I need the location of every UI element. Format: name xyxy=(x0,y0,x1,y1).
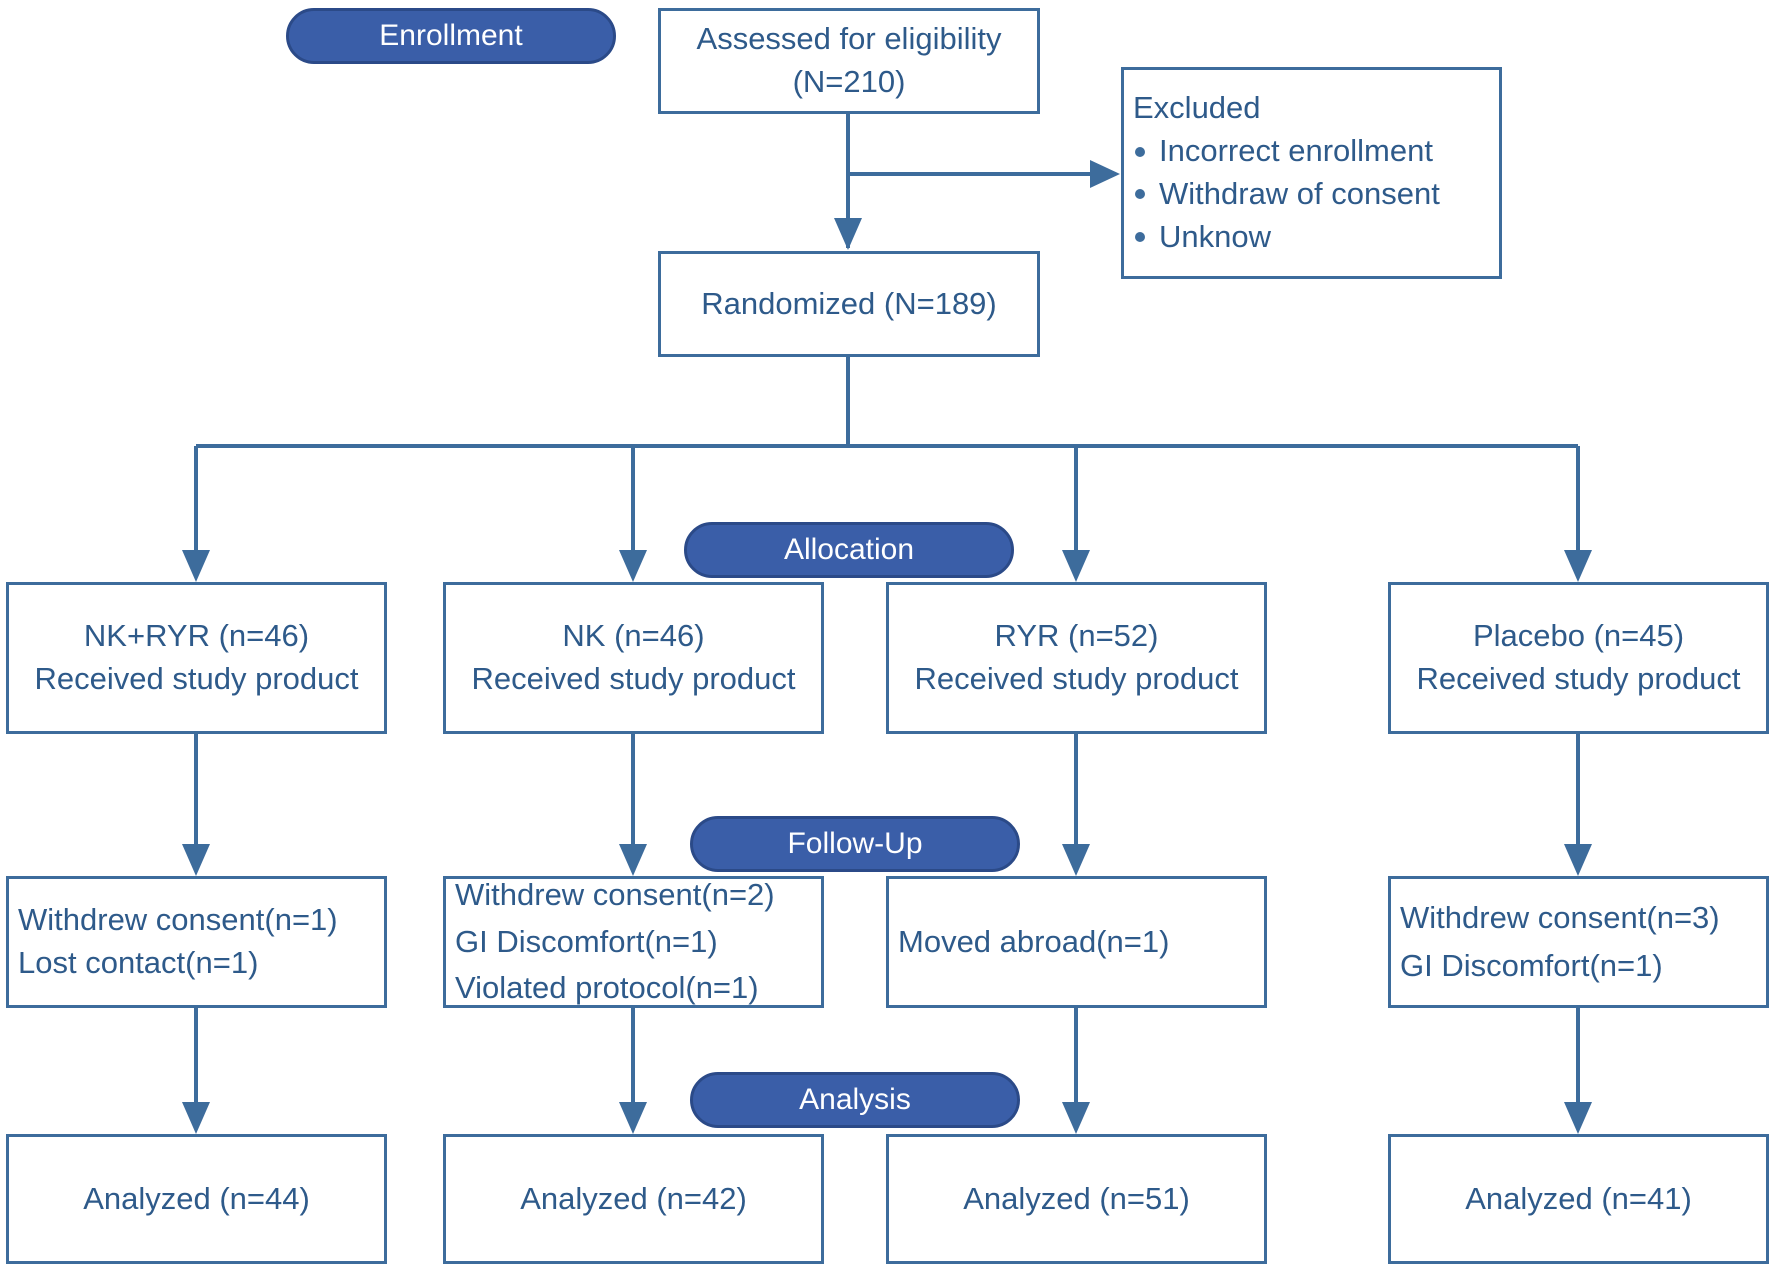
excluded-item: Withdraw of consent xyxy=(1133,173,1440,216)
arm-name: NK (n=46) xyxy=(562,618,705,654)
arrowhead xyxy=(1564,844,1592,876)
analyzed-label: Analyzed (n=42) xyxy=(520,1180,747,1216)
followup-box-ryr: Moved abroad(n=1) xyxy=(886,876,1267,1008)
arrowhead xyxy=(182,550,210,582)
followup-item: Violated protocol(n=1) xyxy=(455,970,759,1006)
arm-box-ryr: RYR (n=52) Received study product xyxy=(886,582,1267,734)
followup-item: GI Discomfort(n=1) xyxy=(1400,948,1663,983)
arm-name: RYR (n=52) xyxy=(994,618,1159,654)
arm-box-placebo: Placebo (n=45) Received study product xyxy=(1388,582,1769,734)
arrowhead xyxy=(1062,550,1090,582)
followup-box-placebo: Withdrew consent(n=3) GI Discomfort(n=1) xyxy=(1388,876,1769,1008)
assessed-count: (N=210) xyxy=(792,64,906,99)
phase-followup-label: Follow-Up xyxy=(690,816,1020,872)
analyzed-label: Analyzed (n=41) xyxy=(1465,1180,1692,1216)
assessed-box: Assessed for eligibility (N=210) xyxy=(658,8,1040,114)
arm-received: Received study product xyxy=(34,661,359,696)
followup-item: Withdrew consent(n=2) xyxy=(455,877,775,913)
excluded-item: Unknow xyxy=(1133,216,1271,259)
bullet-icon xyxy=(1135,189,1145,200)
phase-analysis-label: Analysis xyxy=(690,1072,1020,1128)
followup-box-nk-ryr: Withdrew consent(n=1) Lost contact(n=1) xyxy=(6,876,387,1008)
analyzed-box-placebo: Analyzed (n=41) xyxy=(1388,1134,1769,1264)
excluded-item: Incorrect enrollment xyxy=(1133,130,1433,173)
analyzed-label: Analyzed (n=51) xyxy=(963,1180,1190,1216)
analyzed-label: Analyzed (n=44) xyxy=(83,1180,310,1216)
arm-box-nk-ryr: NK+RYR (n=46) Received study product xyxy=(6,582,387,734)
bullet-icon xyxy=(1135,232,1145,243)
followup-item: Withdrew consent(n=1) xyxy=(18,902,338,938)
randomized-box: Randomized (N=189) xyxy=(658,251,1040,357)
followup-item: Moved abroad(n=1) xyxy=(898,923,1170,959)
arrowhead xyxy=(619,1102,647,1134)
randomized-label: Randomized (N=189) xyxy=(701,285,997,321)
phase-allocation-label: Allocation xyxy=(684,522,1014,578)
arm-box-nk: NK (n=46) Received study product xyxy=(443,582,824,734)
arrowhead xyxy=(182,844,210,876)
arrowhead xyxy=(1564,1102,1592,1134)
arrowhead xyxy=(182,1102,210,1134)
followup-item: Withdrew consent(n=3) xyxy=(1400,899,1720,935)
analyzed-box-nk-ryr: Analyzed (n=44) xyxy=(6,1134,387,1264)
arm-name: NK+RYR (n=46) xyxy=(83,618,310,654)
phase-enrollment-label: Enrollment xyxy=(286,8,616,64)
arrowhead xyxy=(1564,550,1592,582)
arrowhead xyxy=(1090,160,1120,188)
followup-item: GI Discomfort(n=1) xyxy=(455,923,718,959)
arrowhead xyxy=(619,550,647,582)
arrowhead xyxy=(834,218,862,250)
analyzed-box-ryr: Analyzed (n=51) xyxy=(886,1134,1267,1264)
arm-received: Received study product xyxy=(1416,661,1741,696)
analyzed-box-nk: Analyzed (n=42) xyxy=(443,1134,824,1264)
arm-name: Placebo (n=45) xyxy=(1472,618,1685,654)
arrowhead xyxy=(1062,844,1090,876)
arrowhead xyxy=(619,844,647,876)
assessed-label: Assessed for eligibility xyxy=(696,21,1002,57)
bullet-icon xyxy=(1135,146,1145,157)
excluded-box: Excluded Incorrect enrollment Withdraw o… xyxy=(1121,67,1502,279)
arm-received: Received study product xyxy=(471,661,796,696)
followup-item: Lost contact(n=1) xyxy=(18,945,259,980)
arrowhead xyxy=(1062,1102,1090,1134)
followup-box-nk: Withdrew consent(n=2) GI Discomfort(n=1)… xyxy=(443,876,824,1008)
arm-received: Received study product xyxy=(914,661,1239,696)
excluded-title: Excluded xyxy=(1133,90,1261,126)
